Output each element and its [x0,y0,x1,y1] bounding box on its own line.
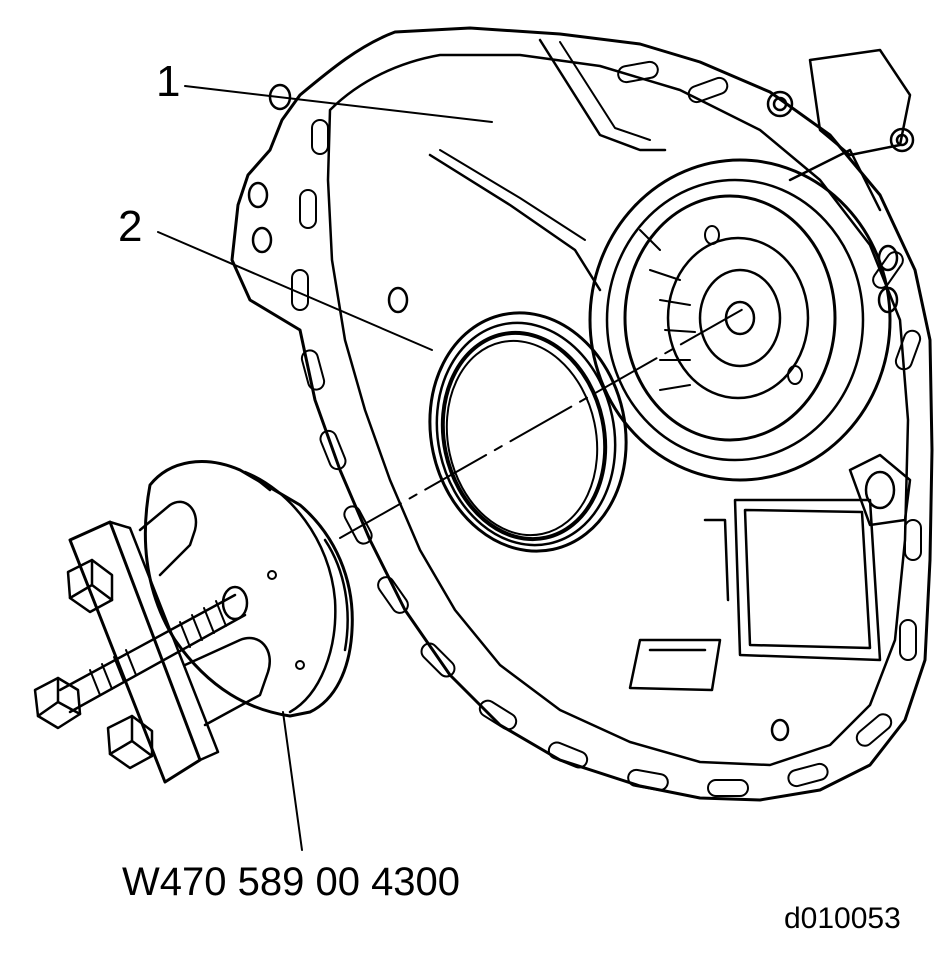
figure-id: d010053 [784,902,901,935]
tool-face-hole-b [295,660,305,670]
callout-label-1: 1 [156,57,181,106]
mounting-holes [247,83,899,742]
seal-installer-tool [33,460,354,784]
housing-rib-edge [559,41,651,141]
seal-ring [428,311,628,553]
tool-drum [143,460,354,718]
flange-slots [291,60,922,797]
tool-face-hole-a [267,570,277,580]
tool-crossbar-side [108,520,220,762]
housing-rib [538,38,667,152]
housing-outer-flange [230,26,934,802]
callout-label-2: 2 [118,202,143,251]
tool-guide-pins [138,500,271,727]
housing-panel-inner [439,149,586,241]
flywheel-housing [230,26,934,802]
tool-nut-spindle [33,676,82,730]
tool-drum-face [243,470,337,714]
housing-top-bracket [766,48,915,212]
tool-part-number: W470 589 00 4300 [122,860,461,904]
tool-drum-step [253,476,349,652]
assembly-centerline [339,307,746,539]
crankshaft-bore [588,158,892,482]
tool-nut-top [66,558,114,614]
tool-threaded-spindle [58,585,249,714]
leader-line-2 [157,231,433,351]
leader-line-tool [282,711,303,851]
leader-line-1 [184,85,493,123]
housing-lower-pocket [628,498,882,692]
housing-panel [428,153,602,292]
housing-right-bolt [848,453,912,527]
housing-inner-rim [326,53,910,767]
tool-nut-bottom [106,714,154,770]
